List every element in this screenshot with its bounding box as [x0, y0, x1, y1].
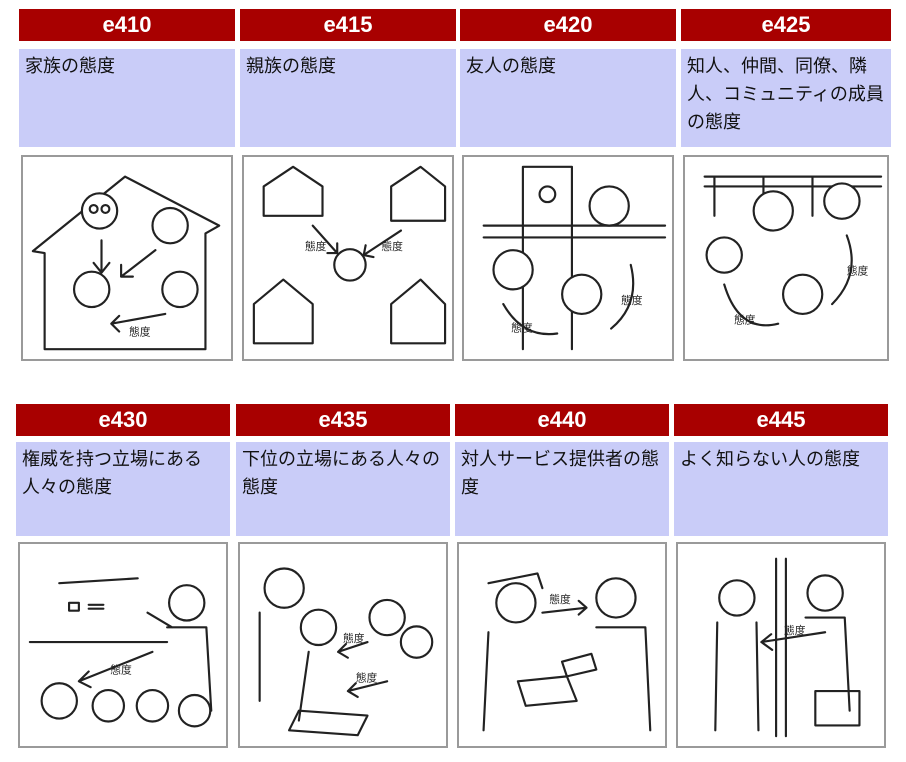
svg-text:態度: 態度 [847, 265, 869, 278]
stranger-icon: 態度 [714, 557, 861, 738]
card-e445: e445 よく知らない人の態度 態度 [674, 404, 888, 754]
card-e440: e440 対人サービス提供者の態度 態度 [455, 404, 669, 754]
community-illustration: 態度 態度 [683, 155, 889, 361]
relatives-houses-icon: 態度 態度 [252, 165, 447, 345]
code-badge: e415 [240, 9, 456, 41]
friends-illustration: 態度 態度 [462, 155, 674, 361]
card-e435: e435 下位の立場にある人々の態度 態度 態度 [236, 404, 450, 754]
card-e420: e420 友人の態度 態度 態度 [460, 9, 676, 361]
svg-text:態度: 態度 [381, 240, 403, 253]
stranger-illustration: 態度 [676, 542, 886, 748]
svg-text:態度: 態度 [110, 663, 132, 676]
relatives-illustration: 態度 態度 [242, 155, 454, 361]
card-e425: e425 知人、仲間、同僚、隣人、コミュニティの成員の態度 態度 態度 [681, 9, 897, 361]
svg-text:態度: 態度 [129, 325, 151, 338]
friends-icon: 態度 態度 [482, 165, 667, 351]
code-badge: e445 [674, 404, 888, 436]
authority-illustration: 態度 [18, 542, 228, 748]
code-badge: e430 [16, 404, 230, 436]
description: 家族の態度 [19, 49, 235, 147]
code-badge: e435 [236, 404, 450, 436]
card-e410: e410 家族の態度 態度 [19, 9, 235, 361]
svg-text:態度: 態度 [734, 314, 756, 327]
card-e415: e415 親族の態度 態度 態度 [240, 9, 456, 361]
service-provider-icon: 態度 [482, 572, 652, 732]
family-illustration: 態度 [21, 155, 233, 361]
description: 対人サービス提供者の態度 [455, 442, 669, 536]
description: よく知らない人の態度 [674, 442, 888, 536]
community-icon: 態度 態度 [703, 175, 883, 327]
description: 下位の立場にある人々の態度 [236, 442, 450, 536]
svg-text:態度: 態度 [784, 624, 806, 637]
svg-text:態度: 態度 [549, 593, 571, 606]
svg-text:態度: 態度 [343, 632, 365, 645]
authority-icon: 態度 [28, 577, 213, 728]
card-e430: e430 権威を持つ立場にある人々の態度 態度 [16, 404, 230, 754]
svg-text:態度: 態度 [305, 240, 327, 253]
subordinate-illustration: 態度 態度 [238, 542, 448, 748]
subordinate-icon: 態度 態度 [258, 567, 434, 737]
svg-text:態度: 態度 [621, 294, 643, 307]
code-badge: e440 [455, 404, 669, 436]
service-provider-illustration: 態度 [457, 542, 667, 748]
family-house-icon: 態度 [31, 175, 221, 351]
svg-text:態度: 態度 [511, 322, 533, 335]
code-badge: e420 [460, 9, 676, 41]
description: 権威を持つ立場にある人々の態度 [16, 442, 230, 536]
code-badge: e410 [19, 9, 235, 41]
description: 友人の態度 [460, 49, 676, 147]
description: 知人、仲間、同僚、隣人、コミュニティの成員の態度 [681, 49, 891, 147]
description: 親族の態度 [240, 49, 456, 147]
code-badge: e425 [681, 9, 891, 41]
svg-text:態度: 態度 [356, 671, 378, 684]
